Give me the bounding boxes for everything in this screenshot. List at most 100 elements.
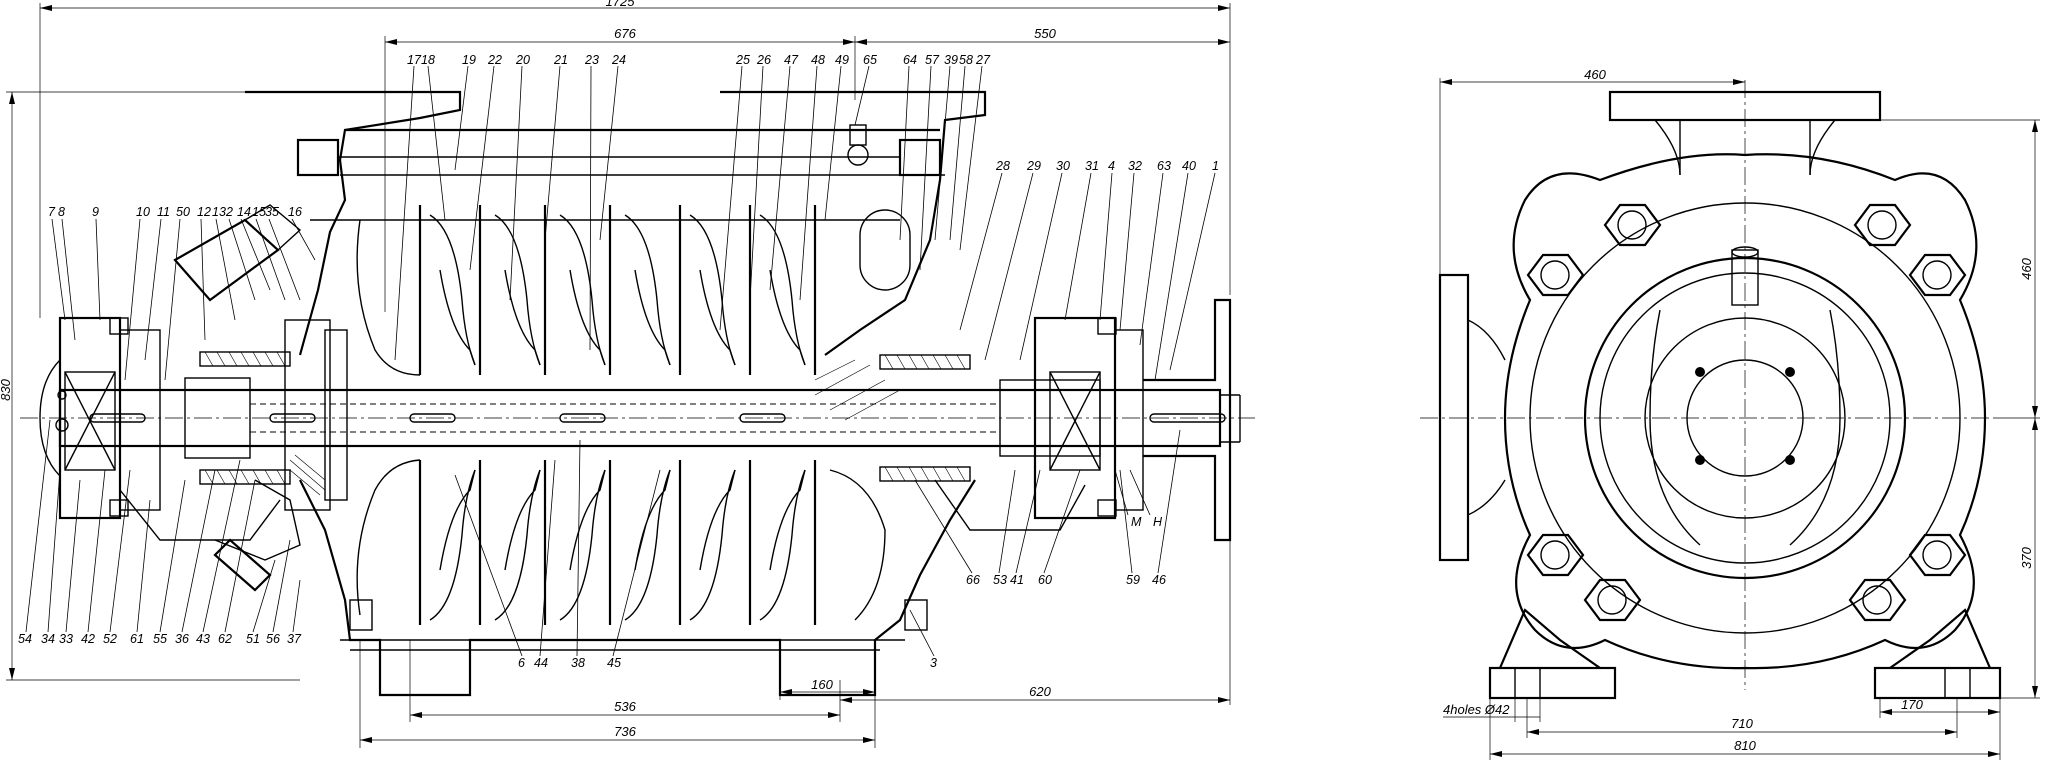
callout-27: 27 [975,53,991,67]
dim-foot-spacing: 536 [614,699,636,714]
callout-45: 45 [607,656,621,670]
dim-end-height-upper: 460 [2019,257,2034,279]
callout-41: 41 [1010,573,1024,587]
bolt-upper-right-2 [1908,253,1967,297]
callout-25: 25 [735,53,750,67]
dim-rotor-span: 676 [614,26,636,41]
end-view-casing [1503,153,1987,670]
callout-47: 47 [784,53,799,67]
dim-foot-holes: 4holes Ø42 [1443,702,1510,717]
end-view-feet [1488,608,2002,700]
callout-14: 14 [237,205,251,219]
callout-22: 22 [487,53,502,67]
callout-11: 11 [157,205,170,219]
side-mark-m: M [1131,515,1142,529]
callout-23: 23 [584,53,599,67]
callout-29: 29 [1026,159,1041,173]
end-view-side-flange [1438,273,1506,562]
bolt-upper-left-2 [1526,253,1585,297]
dim-overall-length: 1725 [606,0,636,9]
callout-24: 24 [611,53,626,67]
right-seal-packing [814,354,971,482]
callout-58: 58 [959,53,973,67]
left-seal-packing [199,319,348,511]
callout-38: 38 [571,656,585,670]
callout-62: 62 [218,632,232,646]
callout-53: 53 [993,573,1007,587]
dim-shaft-to-drive: 620 [1029,684,1051,699]
dim-end-overall-width: 810 [1734,738,1756,753]
bolt-upper-right-1 [1853,203,1912,247]
dim-foot-overall: 736 [614,724,636,739]
callout-6: 6 [518,656,525,670]
callout-2: 2 [225,205,233,219]
impeller-stages-upper [356,205,911,376]
callout-13: 13 [212,205,226,219]
callout-34: 34 [41,632,55,646]
bolt-upper-left-1 [1603,203,1662,247]
callout-51: 51 [246,632,260,646]
callout-56: 56 [266,632,280,646]
callout-57: 57 [925,53,940,67]
callout-65: 65 [863,53,877,67]
side-view-dimensions: 1725 676 550 830 160 [0,0,1231,748]
casing-outline [119,90,1086,697]
dim-end-top: 460 [1584,67,1606,82]
callout-3: 3 [930,656,937,670]
callout-35: 35 [265,205,279,219]
callout-48: 48 [811,53,825,67]
callout-46: 46 [1152,573,1166,587]
callout-43: 43 [196,632,210,646]
callout-10: 10 [136,205,150,219]
callout-44: 44 [534,656,548,670]
callout-32: 32 [1128,159,1142,173]
callout-64: 64 [903,53,917,67]
callout-20: 20 [515,53,530,67]
end-view-top-flange [1608,90,1882,176]
bolt-lower-left-2 [1583,578,1642,622]
callout-19: 19 [462,53,476,67]
callout-33: 33 [59,632,73,646]
callout-61: 61 [130,632,144,646]
bolt-lower-right-1 [1908,533,1967,577]
part-callouts: 17 18 19 22 20 21 23 24 25 26 47 48 49 6… [18,53,1219,670]
end-view: 460 460 370 4holes Ø42 170 [1420,67,2040,760]
callout-4: 4 [1108,159,1115,173]
callout-42: 42 [81,632,95,646]
callout-1: 1 [1212,159,1219,173]
bolt-lower-right-2 [1848,578,1907,622]
bolt-lower-left-1 [1526,533,1585,577]
callout-8: 8 [58,205,65,219]
end-view-dimensions: 460 460 370 4holes Ø42 170 [1439,67,2040,760]
callout-66: 66 [966,573,980,587]
dim-end-foot: 170 [1901,697,1923,712]
impeller-stages-lower [356,459,886,625]
callout-39: 39 [944,53,958,67]
callout-16: 16 [288,205,302,219]
callout-55: 55 [153,632,167,646]
callout-40: 40 [1182,159,1196,173]
side-mark-h: H [1153,515,1163,529]
right-bearing-housing [1033,298,1232,542]
callout-7: 7 [48,205,56,219]
callout-21: 21 [553,53,568,67]
dim-discharge-to-drive: 550 [1034,26,1056,41]
callout-30: 30 [1056,159,1070,173]
callout-17: 17 [407,53,422,67]
callout-54: 54 [18,632,32,646]
callout-12: 12 [197,205,211,219]
dim-end-height-lower: 370 [2019,546,2034,568]
callout-26: 26 [756,53,771,67]
end-view-bolts [1526,203,1967,622]
callout-18: 18 [421,53,435,67]
callout-37: 37 [287,632,302,646]
dim-foot-width: 160 [811,677,833,692]
dim-overall-height: 830 [0,378,13,400]
callout-60: 60 [1038,573,1052,587]
callout-49: 49 [835,53,849,67]
callout-36: 36 [175,632,189,646]
callout-63: 63 [1157,159,1171,173]
callout-50: 50 [176,205,190,219]
callout-31: 31 [1085,159,1099,173]
